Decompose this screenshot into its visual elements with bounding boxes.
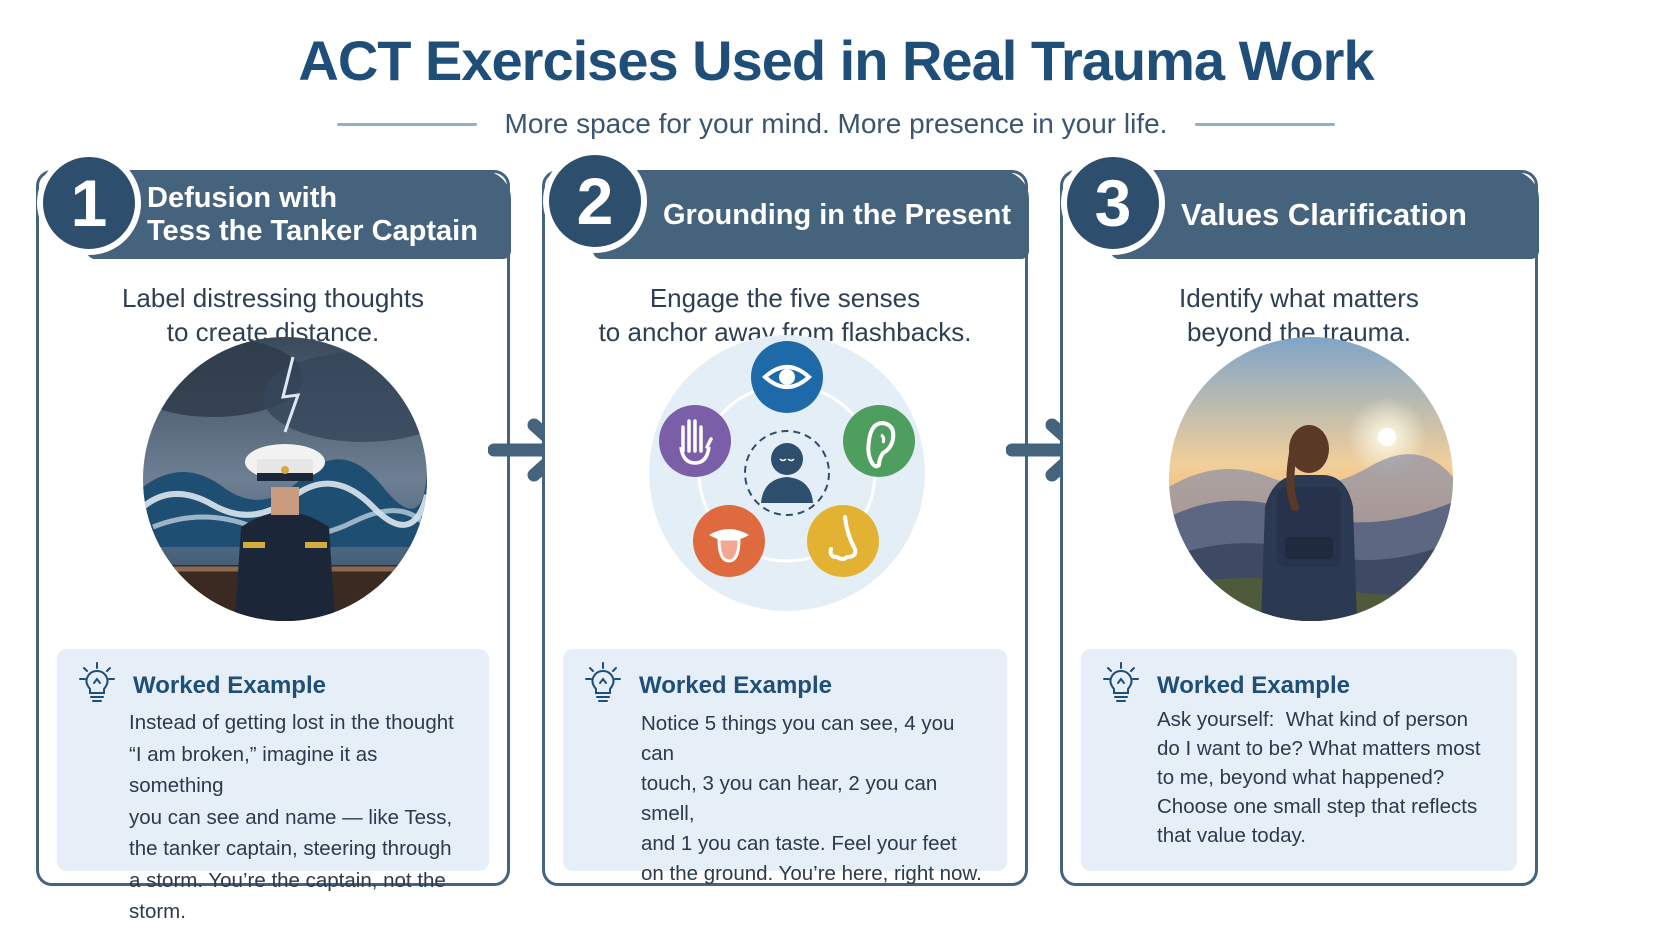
step-number-badge: 1: [37, 151, 141, 255]
card-title-line1: Values Clarification: [1181, 197, 1467, 232]
hand-icon: [659, 405, 731, 477]
captain-in-storm-image: [143, 337, 427, 621]
card-title-line1: Grounding in the Present: [663, 198, 1012, 231]
worked-example-text: Ask yourself: What kind of person do I w…: [1157, 705, 1503, 850]
card-title-line2: Tess the Tanker Captain: [147, 215, 478, 247]
nose-icon: [807, 505, 879, 577]
lightbulb-icon: [581, 661, 625, 710]
worked-example-box: Worked Example Instead of getting lost i…: [57, 649, 489, 923]
card-values: Values Clarification 3 Identify what mat…: [1060, 151, 1539, 886]
page-title: ACT Exercises Used in Real Trauma Work: [298, 29, 1374, 92]
worked-example-box: Worked Example Ask yourself: What kind o…: [1081, 649, 1517, 871]
subtitle-rule-right: [1195, 122, 1336, 126]
desc-line: Label distressing thoughts: [121, 283, 425, 313]
subtitle-rule-left: [336, 122, 477, 126]
worked-example-label: Worked Example: [133, 671, 326, 699]
card-header: Defusion with Tess the Tanker Captain: [87, 171, 511, 259]
hiker-at-sunrise-image: [1169, 337, 1453, 621]
example-line: touch, 3 you can hear, 2 you can smell,: [641, 772, 938, 825]
page-subtitle: More space for your mind. More presence …: [504, 108, 1168, 139]
calm-person-icon: [761, 443, 813, 503]
card-description: Engage the five senses to anchor away fr…: [545, 281, 1025, 349]
example-line: on the ground. You’re here, right now.: [641, 862, 982, 885]
subtitle-row: More space for your mind. More presence …: [310, 104, 1362, 144]
desc-line: Identify what matters: [1179, 283, 1419, 313]
eye-icon: [751, 341, 823, 413]
card-description: Label distressing thoughts to create dis…: [39, 281, 507, 349]
example-line: you can see and name — like Tess,: [129, 805, 453, 829]
card-grounding: Grounding in the Present 2 Engage the fi…: [542, 149, 1029, 886]
example-line: Choose one small step that reflects: [1157, 795, 1478, 818]
card-header: Values Clarification: [1111, 171, 1539, 259]
worked-example-label: Worked Example: [639, 671, 832, 699]
worked-example-text: Instead of getting lost in the thought “…: [129, 707, 475, 928]
step-number-badge: 2: [543, 149, 647, 253]
example-line: Instead of getting lost in the thought: [129, 711, 454, 734]
example-line: that value today.: [1157, 824, 1306, 847]
five-senses-diagram: [649, 335, 925, 611]
example-line: Ask yourself: What kind of person: [1157, 708, 1469, 731]
desc-line: Engage the five senses: [649, 283, 921, 313]
lightbulb-icon: [75, 661, 119, 710]
card-header: Grounding in the Present: [593, 171, 1029, 259]
example-line: a storm. You’re the captain, not the sto…: [129, 868, 446, 924]
example-line: Notice 5 things you can see, 4 you can: [641, 712, 955, 765]
example-line: the tanker captain, steering through: [129, 837, 452, 860]
worked-example-text: Notice 5 things you can see, 4 you can t…: [641, 709, 993, 889]
ear-icon: [843, 405, 915, 477]
step-number-badge: 3: [1061, 151, 1165, 255]
example-line: and 1 you can taste. Feel your feet: [641, 832, 957, 855]
card-title-line1: Defusion with: [147, 182, 338, 214]
worked-example-label: Worked Example: [1157, 671, 1350, 699]
example-line: do I want to be? What matters most: [1157, 737, 1481, 760]
example-line: “I am broken,” imagine it as something: [129, 742, 378, 798]
card-defusion: Defusion with Tess the Tanker Captain 1 …: [36, 151, 511, 923]
example-line: to me, beyond what happened?: [1157, 766, 1445, 789]
worked-example-box: Worked Example Notice 5 things you can s…: [563, 649, 1007, 885]
tongue-icon: [693, 505, 765, 577]
lightbulb-icon: [1099, 661, 1143, 710]
